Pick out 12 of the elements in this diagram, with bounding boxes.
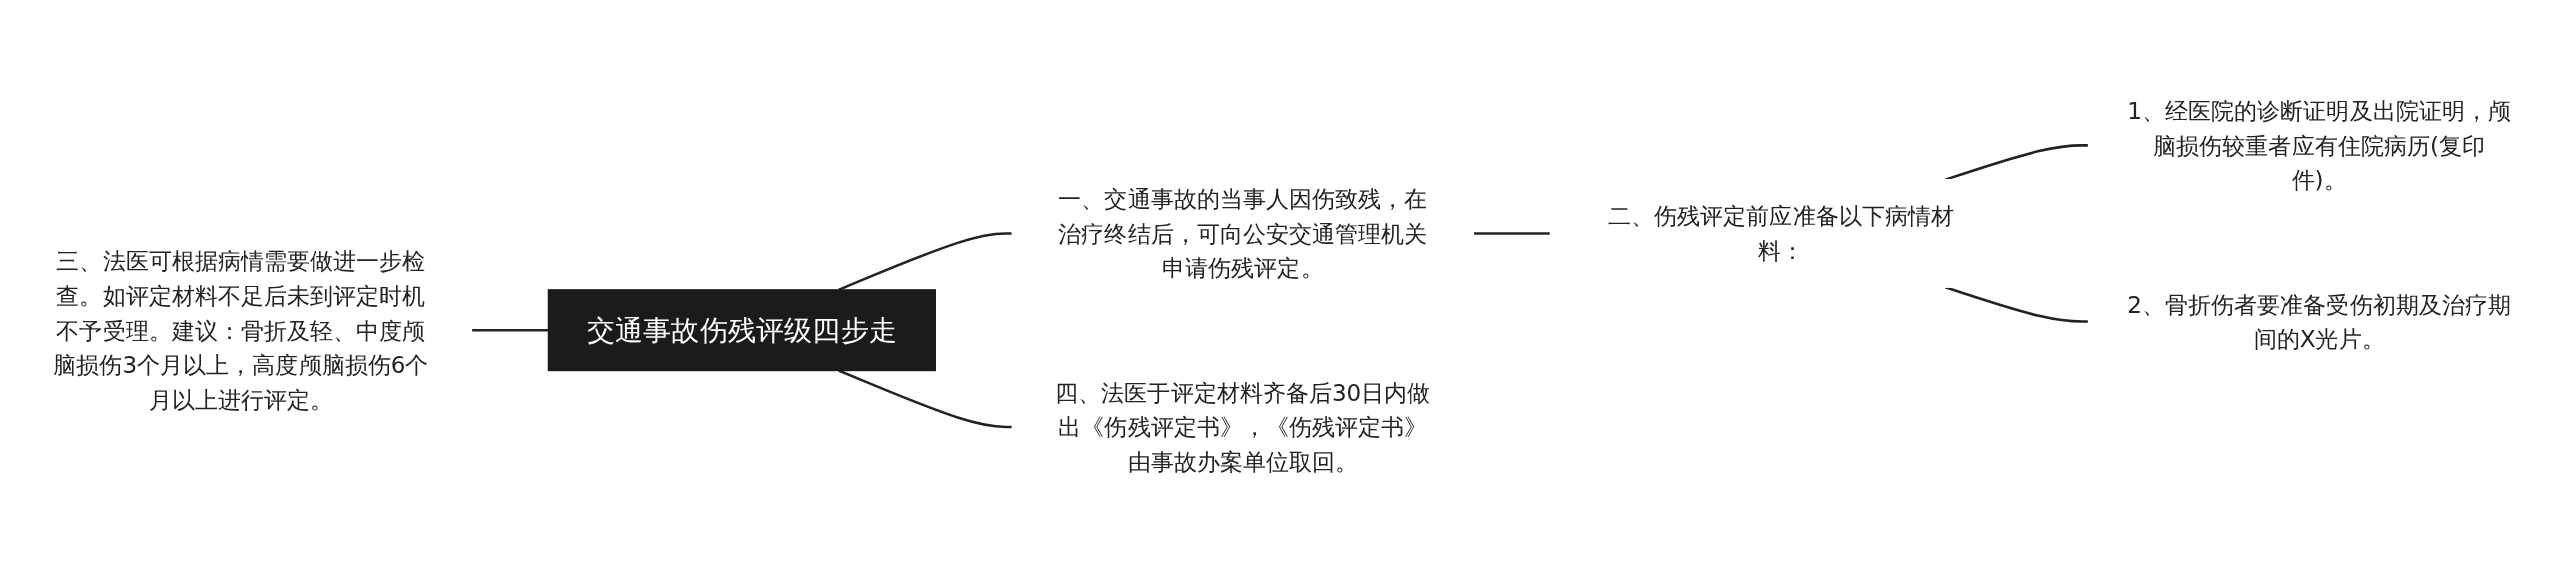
connector: [1473, 232, 1551, 236]
node-text: 2、骨折伤者要准备受伤初期及治疗期间的X光片。: [2127, 291, 2511, 353]
node-text: 二、伤残评定前应准备以下病情材料：: [1608, 203, 1954, 265]
connector: [838, 232, 1013, 292]
node-text: 四、法医于评定材料齐备后30日内做出《伤残评定书》，《伤残评定书》由事故办案单位取回。: [1055, 379, 1431, 476]
node-text: 1、经医院的诊断证明及出院证明，颅脑损伤较重者应有住院病历(复印件)。: [2127, 97, 2511, 194]
connector: [471, 329, 549, 332]
node-box: 交通事故伤残评级四步走: [547, 289, 936, 372]
connector: [1944, 286, 2089, 324]
node-text: 三、法医可根据病情需要做进一步检查。如评定材料不足后未到评定时机不予受理。建议：骨折及轻、中度颅脑损伤3个月以上，高度颅脑损伤6个月以上进行评定。: [53, 247, 429, 414]
node-text: 一、交通事故的当事人因伤致残，在治疗终结后，可向公安交通管理机关申请伤残评定。: [1058, 185, 1428, 282]
connector: [838, 369, 1013, 429]
